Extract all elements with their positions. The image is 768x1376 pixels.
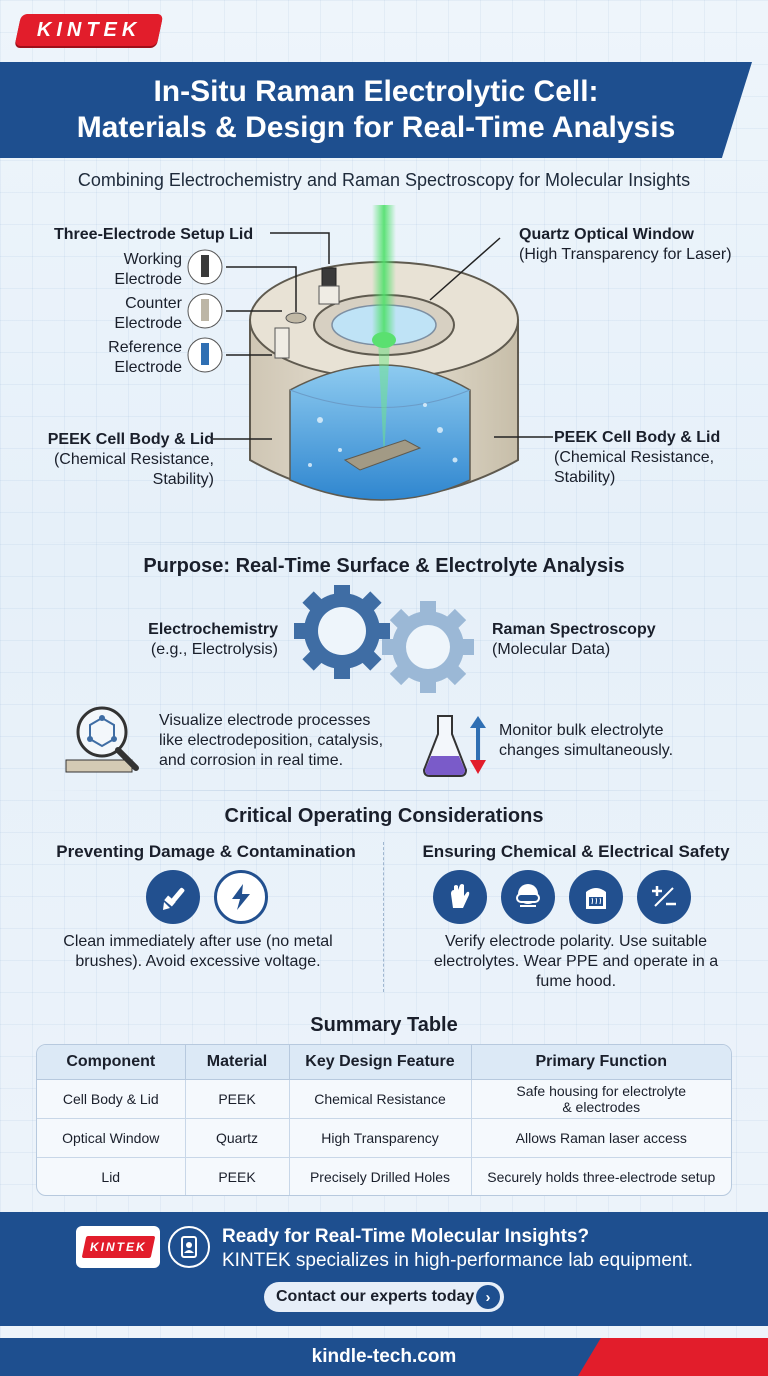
considerations-title: Critical Operating Considerations (224, 805, 544, 827)
visualize-text: Visualize electrode processes like elect… (159, 712, 384, 769)
table-header: Key Design Feature (289, 1045, 472, 1080)
table-header: Component (37, 1045, 186, 1080)
table-cell: PEEK (185, 1157, 290, 1195)
magnifier-molecule-icon (65, 706, 139, 773)
footer-url-link[interactable]: kindle-tech.com (311, 1346, 457, 1367)
footer-bar: kindle-tech.com (0, 1338, 768, 1376)
reference-electrode-post (274, 327, 290, 359)
column-divider (383, 842, 384, 992)
chevron-right-icon: › (476, 1285, 500, 1309)
lid-label: Three-Electrode Setup Lid (54, 226, 254, 243)
summary-title: Summary Table (310, 1014, 458, 1036)
cell-cutaway (289, 364, 471, 501)
table-header: Primary Function (471, 1045, 731, 1080)
contact-experts-button[interactable]: Contact our experts today › (264, 1282, 504, 1312)
peek-body-left-label: PEEK Cell Body & Lid (Chemical Resistanc… (47, 431, 214, 488)
title-banner: In-Situ Raman Electrolytic Cell: Materia… (0, 62, 752, 158)
laser-beam (372, 205, 396, 340)
flask-icon (422, 715, 486, 777)
gloves-icon (433, 870, 487, 924)
table-cell: Allows Raman laser access (471, 1118, 731, 1158)
table-cell: Securely holds three-electrode setup (487, 1168, 716, 1185)
purpose-title: Purpose: Real-Time Surface & Electrolyte… (143, 555, 625, 577)
safety-title: Ensuring Chemical & Electrical Safety (422, 842, 730, 861)
fume-hood-icon (569, 870, 623, 924)
section-divider (40, 790, 728, 791)
table-row: Optical Window Quartz High Transparency … (37, 1118, 731, 1158)
cta-panel: KINTEK Ready for Real-Time Molecular Ins… (0, 1212, 768, 1326)
kintek-logo[interactable]: KINTEK (14, 14, 164, 46)
peek-body-right-label: PEEK Cell Body & Lid (Chemical Resistanc… (554, 429, 721, 486)
reference-electrode-icon (187, 337, 223, 373)
table-cell: High Transparency (289, 1118, 472, 1158)
polarity-icon (637, 870, 691, 924)
table-header-row: Component Material Key Design Feature Pr… (37, 1045, 731, 1080)
page-title-line2: Materials & Design for Real-Time Analysi… (76, 111, 676, 144)
monitor-text: Monitor bulk electrolyte changes simulta… (499, 722, 674, 759)
quartz-window-label: Quartz Optical Window (High Transparency… (519, 226, 732, 263)
brush-icon (146, 870, 200, 924)
table-cell: Cell Body & Lid (37, 1079, 186, 1119)
cell-diagram (187, 205, 553, 501)
page-subtitle: Combining Electrochemistry and Raman Spe… (77, 170, 691, 190)
cta-text: KINTEK specializes in high-performance l… (222, 1250, 694, 1271)
table-cell: Optical Window (37, 1118, 186, 1158)
gears-icon (294, 585, 474, 693)
working-electrode-icon (187, 249, 223, 285)
table-cell: PEEK (185, 1079, 290, 1119)
table-cell: Safe housing for electrolyte& electrodes (471, 1079, 731, 1119)
footer-red-accent (578, 1338, 768, 1376)
counter-electrode-icon (187, 293, 223, 329)
table-header: Material (185, 1045, 290, 1080)
logo-text: KINTEK (36, 18, 142, 41)
damage-text: Clean immediately after use (no metal br… (63, 933, 333, 970)
table-row: Cell Body & Lid PEEK Chemical Resistance… (37, 1079, 731, 1119)
electrochemistry-label: Electrochemistry (e.g., Electrolysis) (148, 621, 278, 658)
cta-logo[interactable]: KINTEK (76, 1226, 160, 1268)
raman-label: Raman Spectroscopy (Molecular Data) (492, 621, 656, 658)
table-row: Lid PEEK Precisely Drilled Holes Securel… (37, 1157, 731, 1195)
table-cell: Chemical Resistance (289, 1079, 472, 1119)
section-divider (40, 542, 728, 543)
table-cell: Quartz (185, 1118, 290, 1158)
counter-electrode-hole (285, 312, 307, 324)
table-cell: Lid (37, 1157, 186, 1195)
summary-table: Component Material Key Design Feature Pr… (36, 1044, 732, 1196)
goggles-icon (501, 870, 555, 924)
sample-electrode (343, 439, 422, 471)
cta-heading: Ready for Real-Time Molecular Insights? (222, 1226, 590, 1247)
lightning-icon (214, 870, 268, 924)
page-title-line1: In-Situ Raman Electrolytic Cell: (153, 75, 599, 108)
contact-book-icon (168, 1226, 210, 1268)
table-cell: Precisely Drilled Holes (289, 1157, 472, 1195)
safety-text: Verify electrode polarity. Use suitable … (433, 933, 719, 990)
damage-title: Preventing Damage & Contamination (56, 842, 356, 861)
